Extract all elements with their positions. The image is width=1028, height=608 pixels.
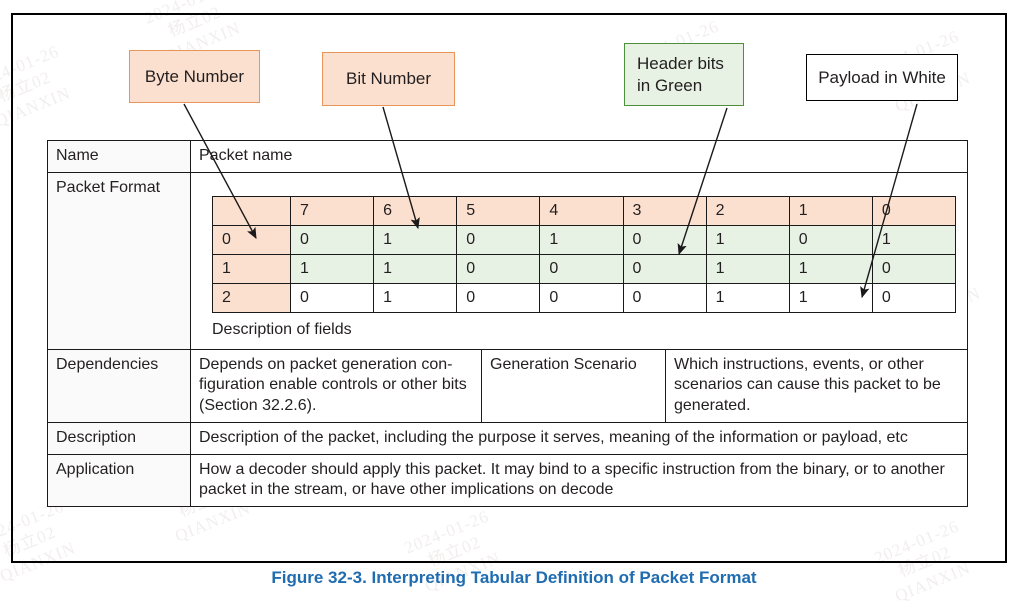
bit-table-header-row: 7 6 5 4 3 2 1 0 bbox=[212, 196, 957, 227]
bit-cell: 0 bbox=[456, 225, 541, 256]
callout-bit-number: Bit Number bbox=[322, 52, 455, 106]
byte-index-2: 2 bbox=[212, 283, 291, 314]
bit-cell: 1 bbox=[705, 254, 790, 285]
row-label-dependencies: Dependencies bbox=[47, 349, 191, 423]
bit-cell: 1 bbox=[539, 225, 624, 256]
callout-byte-number-label: Byte Number bbox=[144, 66, 245, 86]
bit-cell: 1 bbox=[373, 254, 458, 285]
bit-header-3: 3 bbox=[622, 196, 707, 227]
row-label-packet-format: Packet Format bbox=[47, 172, 191, 351]
bit-header-7: 7 bbox=[289, 196, 375, 227]
bit-cell: 0 bbox=[622, 225, 707, 256]
bit-cell: 1 bbox=[705, 225, 790, 256]
byte-index-0: 0 bbox=[212, 225, 291, 256]
table-row-application: Application How a decoder should apply t… bbox=[47, 453, 968, 508]
row-label-application: Application bbox=[47, 453, 191, 508]
bit-header-5: 5 bbox=[456, 196, 541, 227]
bit-cell: 1 bbox=[788, 283, 873, 314]
bit-table-row-byte2: 2 0 1 0 0 0 1 1 0 bbox=[212, 283, 957, 314]
page-border-frame bbox=[11, 13, 1007, 563]
packet-format-cell: 7 6 5 4 3 2 1 0 0 0 1 0 1 bbox=[190, 172, 968, 351]
bit-cell: 0 bbox=[539, 283, 624, 314]
callout-byte-number: Byte Number bbox=[129, 50, 260, 103]
bit-cell: 0 bbox=[289, 283, 375, 314]
packet-definition-table: Name Packet name Packet Format 7 6 5 4 3… bbox=[47, 139, 968, 508]
bit-layout-table: 7 6 5 4 3 2 1 0 0 0 1 0 1 bbox=[212, 196, 957, 314]
bit-cell: 1 bbox=[373, 225, 458, 256]
bit-cell: 1 bbox=[373, 283, 458, 314]
bit-table-row-byte1: 1 1 1 0 0 0 1 1 0 bbox=[212, 254, 957, 285]
callout-payload-white: Payload in White bbox=[806, 54, 958, 101]
callout-header-bits-label: Header bits in Green bbox=[637, 53, 724, 95]
bit-cell: 1 bbox=[705, 283, 790, 314]
byte-index-1: 1 bbox=[212, 254, 291, 285]
bit-cell: 0 bbox=[456, 283, 541, 314]
table-row-description: Description Description of the packet, i… bbox=[47, 421, 968, 455]
bit-cell: 0 bbox=[289, 225, 375, 256]
bit-cell: 0 bbox=[622, 254, 707, 285]
bit-header-4: 4 bbox=[539, 196, 624, 227]
bit-cell: 0 bbox=[622, 283, 707, 314]
callout-header-bits: Header bits in Green bbox=[624, 43, 744, 106]
row-label-name: Name bbox=[47, 139, 191, 174]
bit-cell: 1 bbox=[788, 254, 873, 285]
bit-header-6: 6 bbox=[373, 196, 458, 227]
bit-cell: 0 bbox=[456, 254, 541, 285]
bit-cell: 0 bbox=[871, 254, 957, 285]
bit-header-2: 2 bbox=[705, 196, 790, 227]
bit-cell: 1 bbox=[289, 254, 375, 285]
bit-table-row-byte0: 0 0 1 0 1 0 1 0 1 bbox=[212, 225, 957, 256]
bit-cell: 0 bbox=[871, 283, 957, 314]
table-row-packet-format: Packet Format 7 6 5 4 3 2 1 0 bbox=[47, 172, 968, 351]
row-value-dependencies: Depends on packet generation con-figurat… bbox=[190, 349, 482, 423]
bit-cell: 0 bbox=[539, 254, 624, 285]
row-value-generation-scenario: Which instructions, events, or other sce… bbox=[665, 349, 968, 423]
row-value-name: Packet name bbox=[190, 139, 968, 174]
callout-bit-number-label: Bit Number bbox=[345, 69, 432, 89]
row-value-application: How a decoder should apply this packet. … bbox=[190, 453, 968, 508]
bit-cell: 1 bbox=[871, 225, 957, 256]
figure-caption: Figure 32-3. Interpreting Tabular Defini… bbox=[271, 568, 757, 587]
bit-header-0: 0 bbox=[871, 196, 957, 227]
row-label-generation-scenario: Generation Scenario bbox=[481, 349, 666, 423]
table-row-dependencies: Dependencies Depends on packet generatio… bbox=[47, 349, 968, 423]
bit-header-corner bbox=[212, 196, 291, 227]
row-label-description: Description bbox=[47, 421, 191, 455]
description-of-fields-text: Description of fields bbox=[212, 321, 352, 339]
bit-header-1: 1 bbox=[788, 196, 873, 227]
row-value-description: Description of the packet, including the… bbox=[190, 421, 968, 455]
table-row-name: Name Packet name bbox=[47, 139, 968, 174]
callout-payload-white-label: Payload in White bbox=[818, 67, 946, 87]
bit-cell: 0 bbox=[788, 225, 873, 256]
